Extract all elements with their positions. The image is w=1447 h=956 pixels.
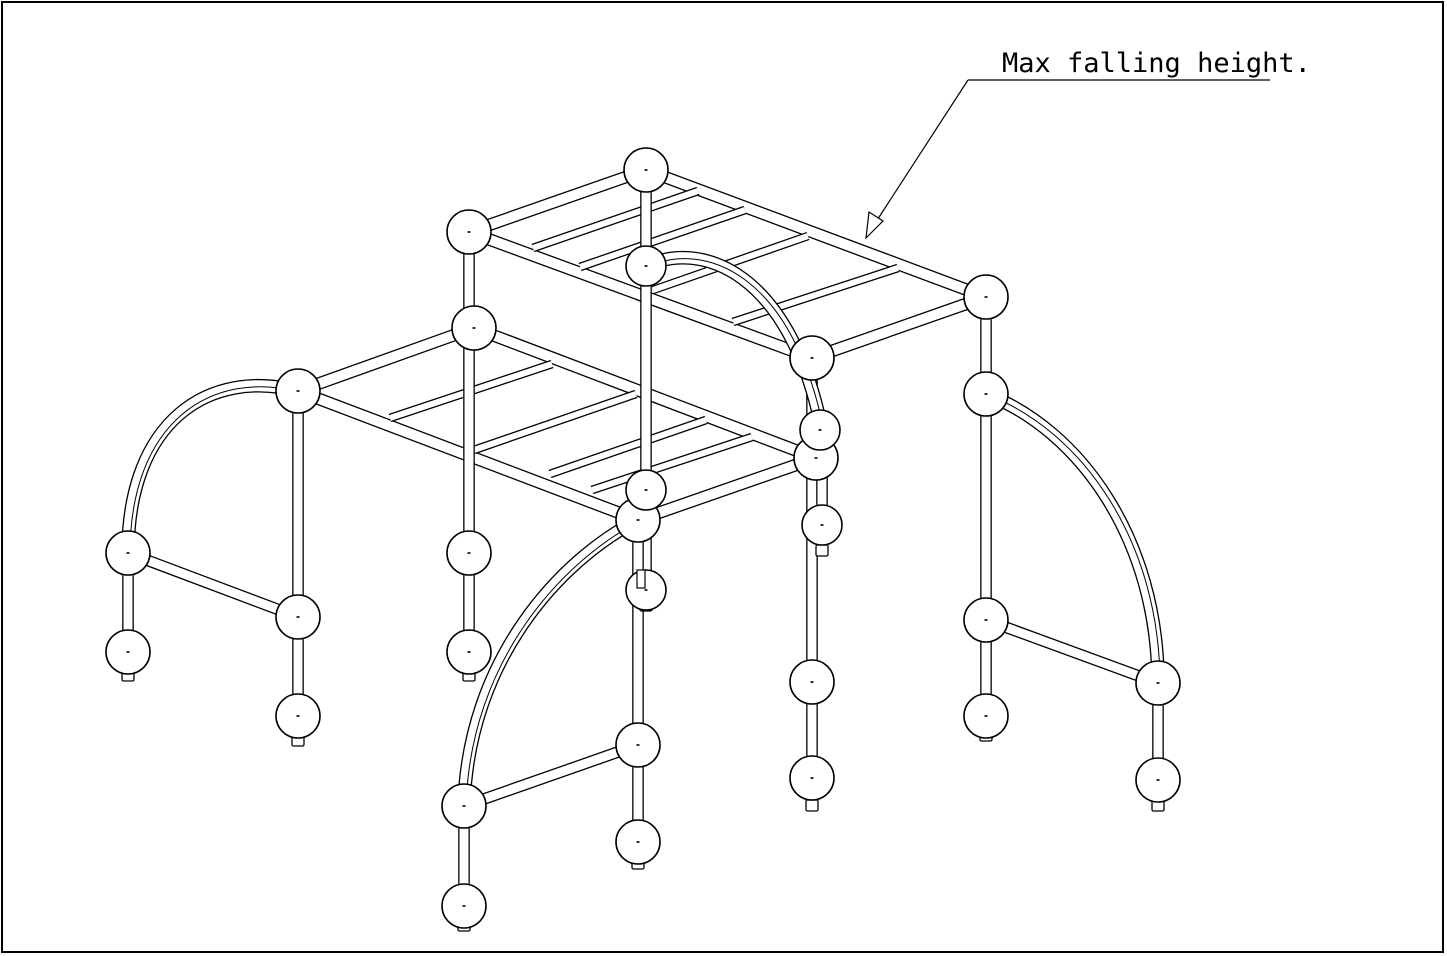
joint-ball [451, 305, 497, 351]
joint-ball [105, 629, 151, 675]
callout-label: Max falling height. [1002, 48, 1311, 79]
joint-ball [963, 597, 1009, 643]
joint-ball [275, 693, 321, 739]
main-deck-rung [531, 186, 700, 253]
main-deck-back-rail [643, 164, 989, 303]
joint-ball [623, 147, 669, 193]
joint-ball [446, 629, 492, 675]
joint-ball [789, 335, 835, 381]
frame-arches [121, 250, 1165, 808]
front-ladder-rung [462, 739, 640, 812]
post-foot [815, 544, 829, 557]
joint-ball [1135, 757, 1181, 803]
joint-ball [799, 409, 841, 451]
joint-ball [441, 783, 487, 829]
frame-joint-balls [105, 147, 1181, 929]
joint-ball [105, 530, 151, 576]
joint-ball [963, 693, 1009, 739]
joint-ball [789, 755, 835, 801]
joint-ball [963, 274, 1009, 320]
main-deck-left-rail [466, 164, 649, 238]
main-deck-right-rail [809, 291, 989, 364]
joint-ball [789, 659, 835, 705]
right-arch [983, 387, 1165, 685]
front-arch [457, 513, 642, 808]
joint-ball [1135, 660, 1181, 706]
lower-deck-right-rail [635, 452, 819, 526]
lower-deck-rung [548, 415, 708, 479]
lower-deck-rung [472, 389, 638, 455]
joint-ball [441, 883, 487, 929]
joint-ball [275, 368, 321, 414]
joint-ball [446, 209, 492, 255]
max-falling-height-callout: Max falling height. [865, 48, 1311, 240]
post-bracket [636, 569, 646, 589]
joint-ball [801, 504, 843, 546]
joint-ball [963, 371, 1009, 417]
main-deck-rung [731, 263, 900, 327]
lower-deck-left-rail [295, 322, 477, 397]
main-deck-rung [578, 205, 747, 272]
joint-ball [615, 722, 661, 768]
joint-ball [625, 245, 667, 287]
joint-ball [625, 569, 667, 611]
joint-ball [625, 469, 667, 511]
left-ladder-rung [125, 547, 301, 623]
joint-ball [615, 819, 661, 865]
joint-ball [446, 530, 492, 576]
right-ladder-rung [984, 614, 1160, 689]
lower-deck-rung [590, 432, 754, 495]
left-arch [121, 378, 301, 555]
post-foot [805, 799, 819, 812]
joint-ball [275, 594, 321, 640]
callout-leader-line [871, 79, 969, 229]
callout-arrowhead [865, 210, 884, 240]
